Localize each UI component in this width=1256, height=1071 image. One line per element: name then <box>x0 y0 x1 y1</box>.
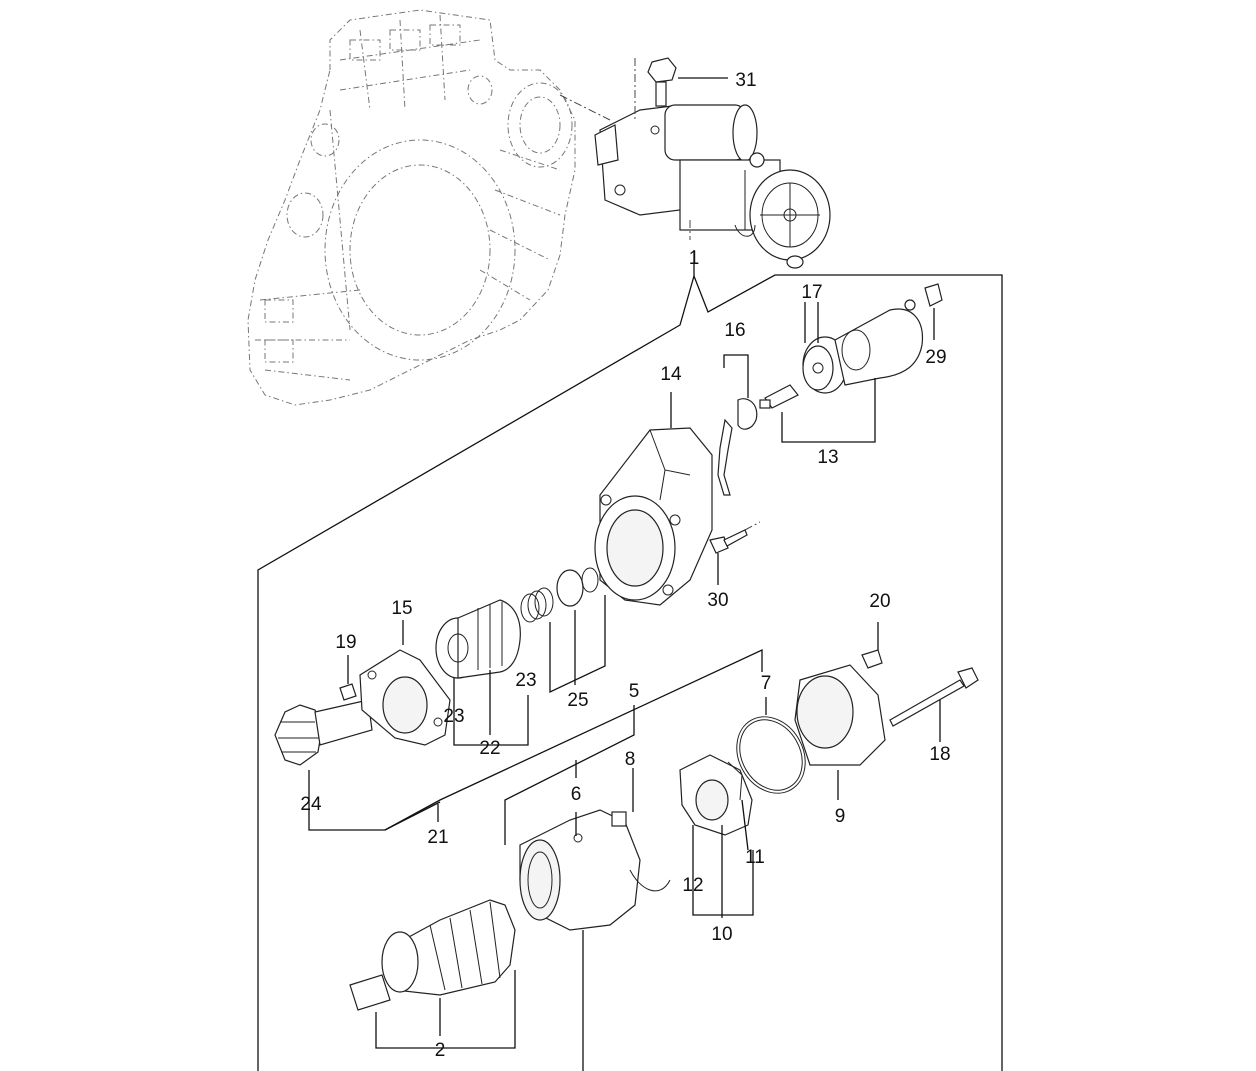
callout-labels: 1 2 5 6 7 8 9 10 11 12 13 14 15 16 17 18… <box>300 70 950 1061</box>
callout-9: 9 <box>835 806 846 827</box>
callout-13: 13 <box>817 447 838 468</box>
callout-11: 11 <box>745 847 765 868</box>
callout-22: 22 <box>479 738 500 759</box>
callout-8: 8 <box>625 749 636 770</box>
callout-29: 29 <box>925 347 946 368</box>
bolt-30 <box>709 521 761 585</box>
callout-18: 18 <box>929 744 950 765</box>
yoke-9 <box>794 664 886 800</box>
callout-12: 12 <box>682 875 703 896</box>
callout-6: 6 <box>571 784 582 805</box>
leader-17 <box>804 302 819 343</box>
field-frame-5 <box>504 705 671 1071</box>
shift-lever-16 <box>717 354 758 496</box>
bolt-31 <box>647 57 728 107</box>
flywheel-housing-outline <box>247 9 611 406</box>
solenoid-13 <box>759 299 924 443</box>
callout-23-right: 23 <box>515 670 536 691</box>
terminal-29 <box>924 283 943 340</box>
pinion-shaft-24 <box>274 699 441 831</box>
brush-holder-10 <box>679 754 754 918</box>
callout-23-left: 23 <box>443 706 464 727</box>
callout-31: 31 <box>735 70 756 91</box>
overrunning-clutch-22 <box>435 599 529 746</box>
bearing-plate-15 <box>359 620 451 746</box>
callout-7: 7 <box>761 673 772 694</box>
callout-24: 24 <box>300 794 322 815</box>
armature-2 <box>349 899 516 1049</box>
bolt-20 <box>861 622 883 669</box>
callout-15: 15 <box>391 598 412 619</box>
spring-and-rings-25 <box>520 567 606 694</box>
callout-20: 20 <box>869 591 890 612</box>
callout-16: 16 <box>724 320 745 341</box>
callout-5: 5 <box>629 681 640 702</box>
callout-25: 25 <box>567 690 588 711</box>
leader-21 <box>384 648 763 831</box>
o-ring-7 <box>736 697 806 794</box>
bolt-19 <box>339 655 357 701</box>
starter-motor-assembly <box>594 58 831 269</box>
callout-2: 2 <box>435 1040 446 1061</box>
callout-14: 14 <box>660 364 682 385</box>
callout-10: 10 <box>711 924 732 945</box>
drive-housing-14 <box>594 392 713 606</box>
through-bolt-18 <box>889 667 979 742</box>
callout-19: 19 <box>335 632 356 653</box>
detail-frame <box>257 273 1003 1071</box>
callout-17: 17 <box>801 282 822 303</box>
callout-30: 30 <box>707 590 728 611</box>
callout-1: 1 <box>689 248 700 269</box>
callout-21: 21 <box>427 827 448 848</box>
